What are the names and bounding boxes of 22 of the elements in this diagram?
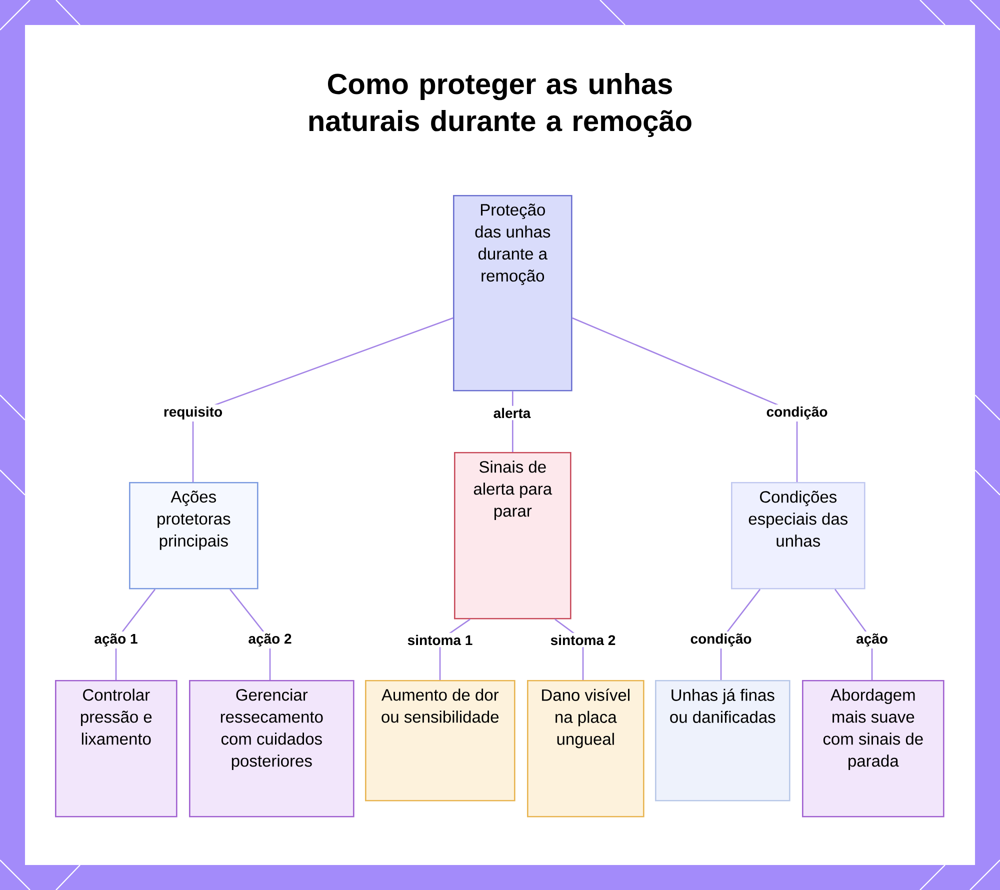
connector [192, 317, 454, 482]
concept-box: Controlar pressão e lixamento [55, 680, 178, 818]
title: Como proteger as unhas naturais durante a remoção [309, 72, 692, 138]
concept-box: Abordagem mais suave com sinais de parada [802, 680, 944, 818]
concept-box: Condições especiais das unhas [731, 482, 866, 590]
concept-box: Dano visível na placa ungueal [527, 680, 644, 818]
edge-label: condição [764, 404, 830, 422]
edge-label: ação [854, 632, 890, 648]
connector [572, 317, 798, 482]
edge-label: ação 1 [92, 632, 140, 648]
concept-box: Sinais de alerta para parar [454, 452, 572, 620]
edge-label: condição [688, 631, 754, 649]
edge-label: ação 2 [246, 632, 294, 648]
edge-label: requisito [161, 404, 225, 422]
concept-box: Unhas já finas ou danificadas [655, 680, 790, 802]
concept-box: Proteção das unhas durante a remoção [453, 195, 572, 392]
edge-label: alerta [491, 406, 533, 420]
concept-box: Ações protetoras principais [129, 482, 258, 590]
concept-box: Gerenciar ressecamento com cuidados posteriores [189, 680, 354, 818]
edge-label: sintoma 1 [405, 632, 475, 648]
edge-label: sintoma 2 [548, 632, 618, 648]
concept-box: Aumento de dor ou sensibilidade [365, 680, 516, 802]
